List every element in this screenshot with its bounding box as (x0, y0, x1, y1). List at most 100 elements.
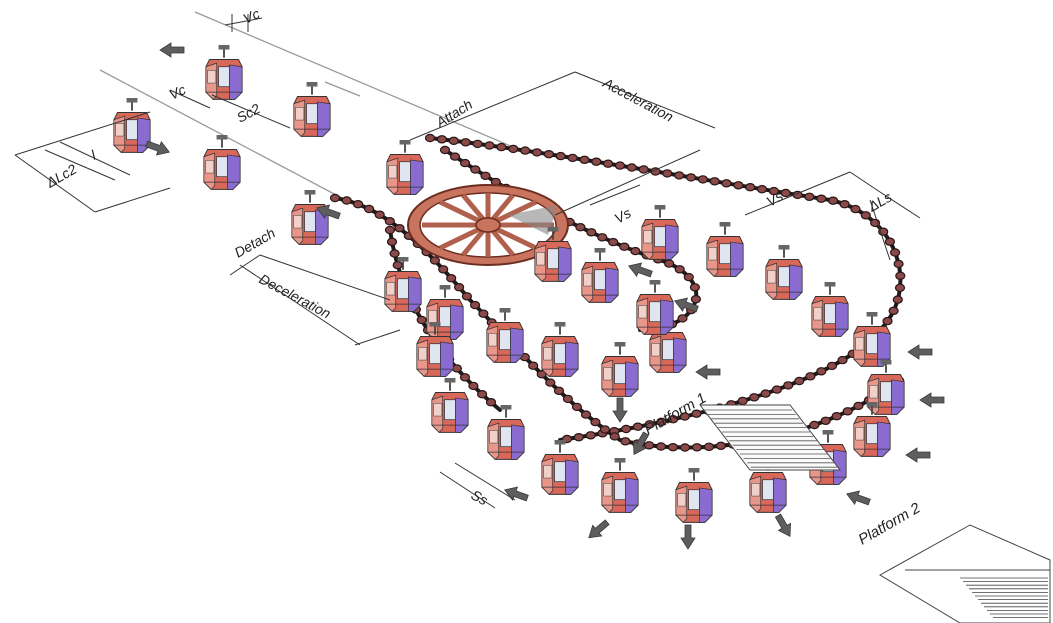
chain-link (657, 443, 666, 450)
label-vs-inner: Vs (612, 205, 634, 227)
chain-link (568, 154, 577, 161)
gondola-cabin-icon (542, 322, 578, 376)
gondola-cabin-icon (488, 405, 524, 459)
chain-link (546, 379, 555, 386)
chain-link (675, 266, 684, 273)
chain-link (631, 248, 640, 255)
chain-link (556, 153, 565, 160)
chain-link (604, 160, 613, 167)
chain-link (687, 174, 696, 181)
gondola-cabin-icon (487, 308, 523, 362)
chain-link (829, 197, 838, 204)
chain-link (544, 151, 553, 158)
direction-arrow-icon (160, 43, 184, 57)
chain-link (509, 145, 518, 152)
direction-arrow-icon (772, 512, 796, 540)
direction-arrow-icon (906, 448, 930, 462)
gondola-cabin-icon (642, 205, 678, 259)
label-ss: Ss (469, 487, 491, 509)
chain-link (426, 134, 435, 141)
gondola-cabin-icon (676, 468, 712, 522)
label-delta-lc2: ΔLc2 (43, 161, 80, 191)
chain-link (592, 158, 601, 165)
direction-arrow-icon (681, 525, 695, 549)
chain-link (461, 374, 470, 381)
chain-link (885, 238, 894, 245)
chain-link (388, 238, 397, 245)
chain-link (810, 421, 819, 428)
chain-link (354, 201, 363, 208)
chain-link (555, 387, 564, 394)
chain-link (698, 176, 707, 183)
chain-link (365, 205, 374, 212)
chain-link (758, 186, 767, 193)
direction-arrow-icon (584, 517, 611, 543)
chain-link (622, 425, 631, 432)
chain-link (832, 413, 841, 420)
chain-link (750, 394, 759, 401)
chain-link (663, 170, 672, 177)
chain-link (395, 225, 404, 232)
chain-link (385, 218, 394, 225)
chain-link (840, 201, 849, 208)
gondola-cabin-icon (602, 342, 638, 396)
chain-link (669, 444, 678, 451)
chain-link (473, 140, 482, 147)
chain-link (893, 296, 902, 303)
chain-link (533, 149, 542, 156)
label-sc2: Sc2 (234, 100, 263, 126)
chain-link (587, 229, 596, 236)
gondola-cabin-icon (766, 245, 802, 299)
chain-link (738, 397, 747, 404)
chain-link (521, 147, 530, 154)
chain-link (342, 197, 351, 204)
chain-link (645, 442, 654, 449)
chain-link (746, 184, 755, 191)
chain-link (784, 382, 793, 389)
gondola-cabin-icon (114, 98, 150, 152)
chain-link (806, 373, 815, 380)
chain-link (710, 178, 719, 185)
direction-arrow-icon (696, 365, 720, 379)
chain-link (761, 390, 770, 397)
gondola-cabin-icon (542, 440, 578, 494)
chain-link (609, 239, 618, 246)
chain-link (627, 164, 636, 171)
chain-link (393, 262, 402, 269)
chain-link (891, 249, 900, 256)
chain-link (452, 365, 461, 372)
chain-link (781, 189, 790, 196)
chain-link (469, 382, 478, 389)
chain-link (417, 316, 426, 323)
chain-link (563, 395, 572, 402)
chain-link (598, 234, 607, 241)
chain-link (851, 206, 860, 213)
chain-link (716, 442, 725, 449)
chain-link (437, 136, 446, 143)
chain-link (447, 275, 456, 282)
platform-1-stairs (700, 405, 840, 470)
chain-link (821, 417, 830, 424)
chain-link (817, 368, 826, 375)
chain-link (690, 284, 699, 291)
chain-link (462, 293, 471, 300)
direction-arrow-icon (844, 487, 871, 508)
chain-link (889, 307, 898, 314)
gondola-cabin-icon (812, 282, 848, 336)
direction-arrow-icon (613, 398, 627, 422)
chain-link (580, 156, 589, 163)
gondola-cabin-icon (204, 135, 240, 189)
chain-link (386, 226, 395, 233)
chain-link (722, 180, 731, 187)
chain-link (894, 260, 903, 267)
chain-link (591, 419, 600, 426)
chain-link (883, 318, 892, 325)
chain-link (487, 399, 496, 406)
gondola-cabin-icon (385, 257, 421, 311)
chain-link (471, 166, 480, 173)
platform-2-inset (880, 525, 1050, 623)
chain-link (574, 434, 583, 441)
chain-link (375, 211, 384, 218)
chain-link (610, 433, 619, 440)
